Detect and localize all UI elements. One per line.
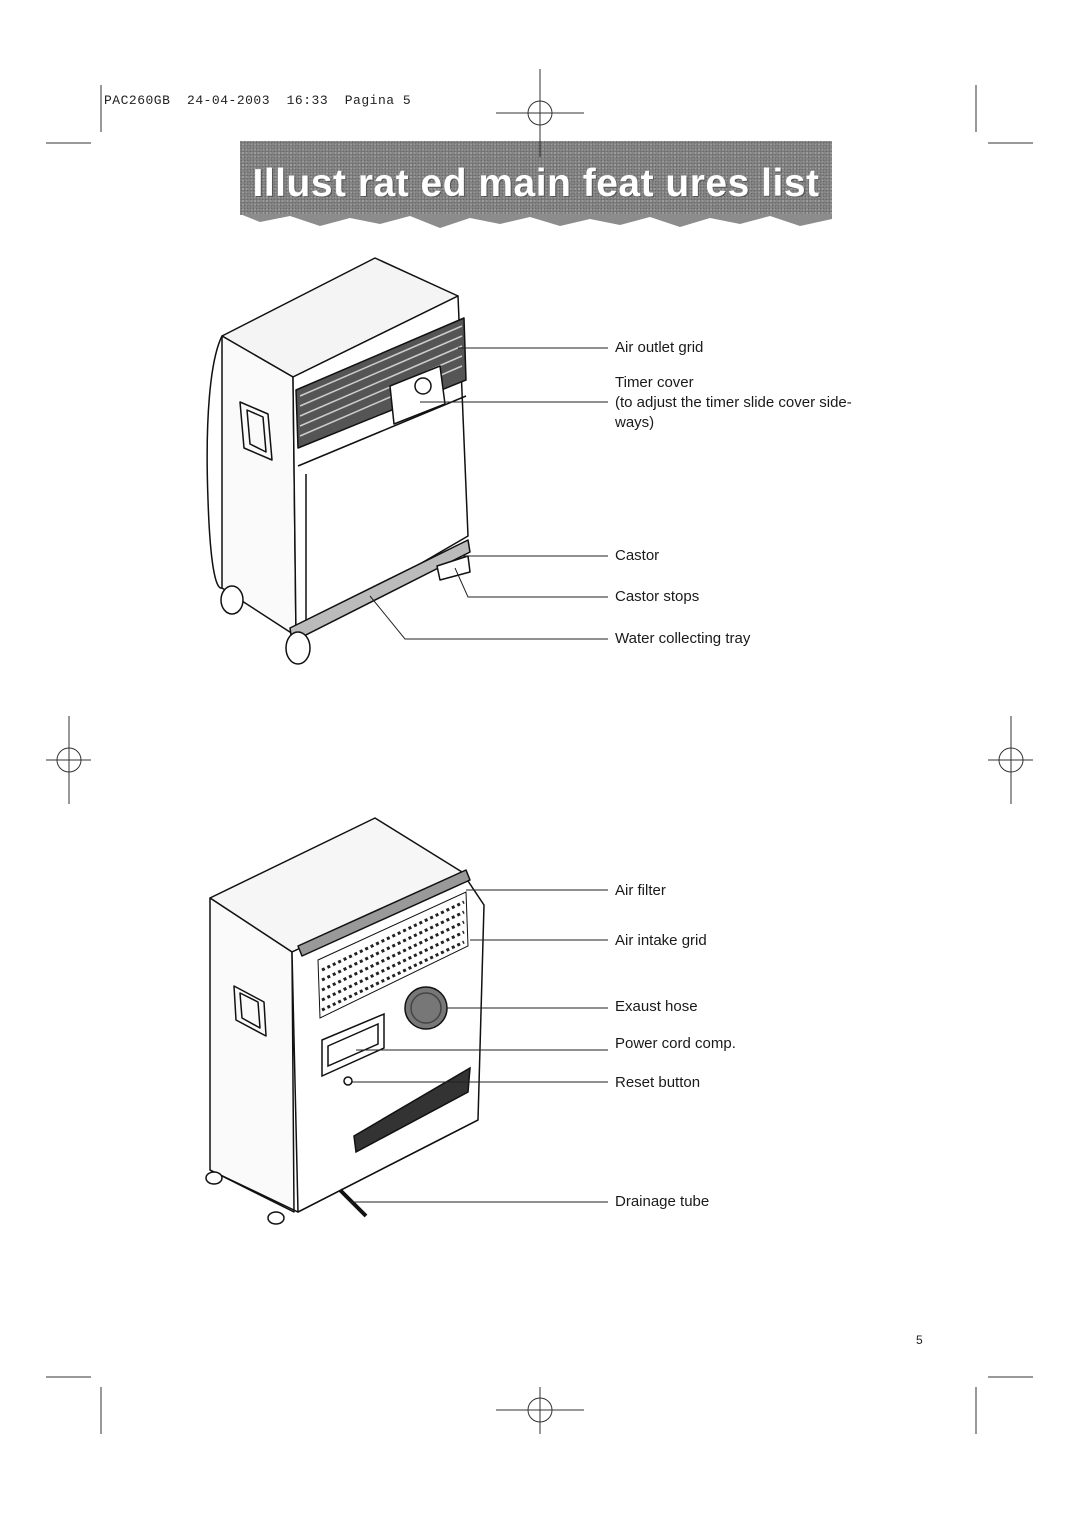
label-air-intake-grid: Air intake grid: [615, 932, 707, 949]
callout-exaust-hose: Exaust hose: [615, 997, 698, 1017]
label-reset-button: Reset button: [615, 1074, 701, 1091]
registration-target-bottom: [496, 1387, 584, 1434]
label-exaust-hose: Exaust hose: [615, 998, 698, 1015]
callout-castor-stops: Castor stops: [615, 587, 699, 607]
registration-target-left: [46, 716, 91, 804]
label-drainage-tube: Drainage tube: [615, 1193, 710, 1210]
title-band: [240, 141, 832, 215]
callout-water-collecting-tray: Water collecting tray: [615, 629, 750, 649]
label-air-outlet-grid: Air outlet grid: [615, 339, 704, 356]
callout-castor: Castor: [615, 546, 659, 566]
label-timer-cover: Timer cover: [615, 374, 694, 391]
callout-air-intake-grid: Air intake grid: [615, 931, 707, 951]
page-title: Illust rat ed main feat ures list: [252, 162, 820, 205]
callout-air-filter: Air filter: [615, 881, 666, 901]
page-number: 5: [916, 1333, 923, 1347]
callout-timer-cover: Timer cover (to adjust the timer slide c…: [615, 373, 852, 433]
label-water-collecting-tray: Water collecting tray: [615, 630, 751, 647]
label-timer-cover-note-1: (to adjust the timer slide cover side-: [615, 394, 852, 411]
registration-target-right: [988, 716, 1033, 804]
label-timer-cover-note-2: ways): [615, 414, 655, 431]
print-header: PAC260GB 24-04-2003 16:33 Pagina 5: [104, 93, 412, 108]
callout-air-outlet-grid: Air outlet grid: [615, 338, 703, 358]
callout-drainage-tube: Drainage tube: [615, 1192, 709, 1212]
label-castor: Castor: [615, 547, 660, 564]
label-castor-stops: Castor stops: [615, 588, 700, 605]
callout-reset-button: Reset button: [615, 1073, 700, 1093]
label-power-cord-comp: Power cord comp.: [615, 1035, 736, 1052]
label-air-filter: Air filter: [615, 882, 666, 899]
callout-power-cord-comp: Power cord comp.: [615, 1034, 736, 1054]
registration-target-top: [496, 69, 584, 157]
